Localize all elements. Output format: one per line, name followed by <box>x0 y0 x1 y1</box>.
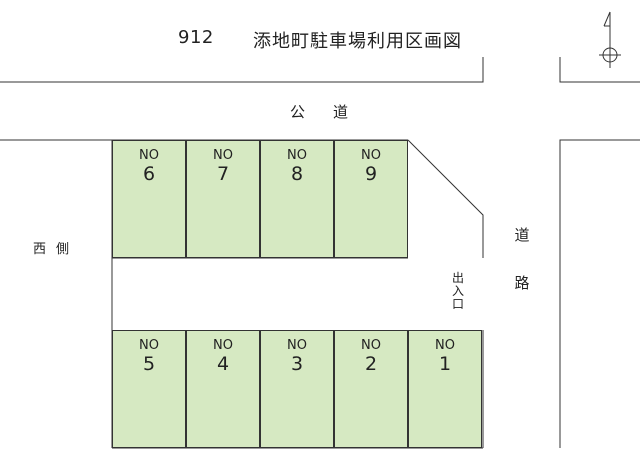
parking-space-3[interactable]: NO 3 <box>260 330 334 448</box>
space-number: 6 <box>142 163 156 185</box>
parking-space-1[interactable]: NO 1 <box>408 330 482 448</box>
road-label-right: 道 路 <box>512 226 532 322</box>
space-number: 9 <box>364 163 378 185</box>
space-no-label: NO <box>139 338 159 353</box>
space-no-label: NO <box>213 338 233 353</box>
space-number: 1 <box>438 353 452 375</box>
parking-space-6[interactable]: NO 6 <box>112 140 186 258</box>
north-arrow-icon <box>599 11 621 68</box>
space-number: 8 <box>290 163 304 185</box>
space-no-label: NO <box>287 148 307 163</box>
right-block-edge <box>559 139 640 448</box>
parking-space-2[interactable]: NO 2 <box>334 330 408 448</box>
space-number: 5 <box>142 353 156 375</box>
west-side-label: 西側 <box>33 242 80 257</box>
space-no-label: NO <box>287 338 307 353</box>
road-label-char: 路 <box>514 274 530 292</box>
space-no-label: NO <box>361 338 381 353</box>
entrance-char: 口 <box>451 297 464 311</box>
parking-space-5[interactable]: NO 5 <box>112 330 186 448</box>
top-block-edge <box>0 57 484 83</box>
space-number: 4 <box>216 353 230 375</box>
space-number: 3 <box>290 353 304 375</box>
lot-corner-cut <box>407 139 484 258</box>
parking-space-9[interactable]: NO 9 <box>334 140 408 258</box>
lot-number: 912 <box>178 27 214 48</box>
space-number: 7 <box>216 163 230 185</box>
road-label-top: 公道 <box>290 103 377 121</box>
entrance-label: 出 入 口 <box>450 272 466 311</box>
parking-space-4[interactable]: NO 4 <box>186 330 260 448</box>
parking-space-8[interactable]: NO 8 <box>260 140 334 258</box>
top-right-block-edge <box>559 57 640 83</box>
space-no-label: NO <box>435 338 455 353</box>
entrance-char: 出 <box>451 271 464 285</box>
space-no-label: NO <box>361 148 381 163</box>
entrance-char: 入 <box>451 284 464 298</box>
space-no-label: NO <box>139 148 159 163</box>
road-label-char: 道 <box>514 226 530 244</box>
space-number: 2 <box>364 353 378 375</box>
page-title: 添地町駐車場利用区画図 <box>253 31 462 52</box>
parking-space-7[interactable]: NO 7 <box>186 140 260 258</box>
space-no-label: NO <box>213 148 233 163</box>
